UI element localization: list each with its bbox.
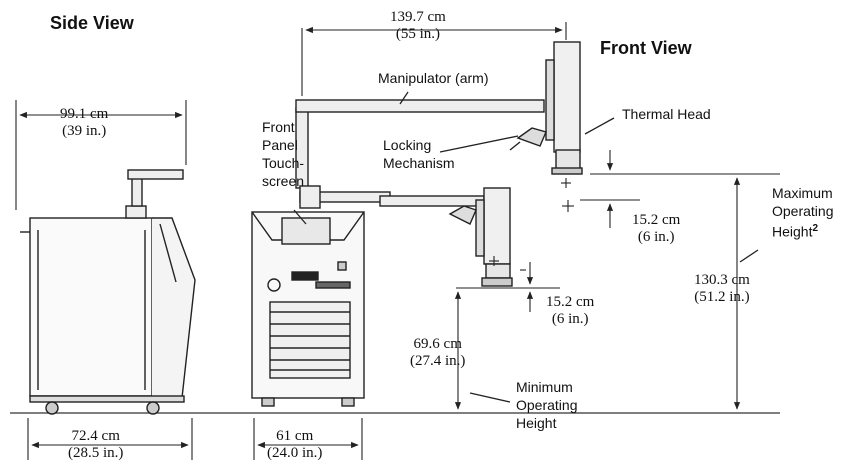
dim-upper-offset: 15.2 cm(6 in.) [632,212,680,246]
dim-reach-imperial: (55 in.) [395,26,440,42]
side-view-unit [20,169,196,415]
front-panel-touchscreen-label: Front Panel Touch- screen [262,119,305,189]
dim-max-height: 130.3 cm(51.2 in.) [694,272,750,306]
dim-lower-offset: 15.2 cm(6 in.) [546,294,594,328]
thermal-head-upper [509,41,583,175]
thermal-head-label: Thermal Head [622,106,711,122]
dim-side-top-imperial: (39 in.) [62,123,107,139]
dim-side-base: 72.4 cm(28.5 in.) [68,428,123,462]
thermal-head-lower [448,187,513,287]
dim-lower-offset-imperial: (6 in.) [551,311,589,327]
dim-max-height-imperial: (51.2 in.) [694,289,750,305]
dim-side-top-metric: 99.1 cm [60,106,109,122]
dim-reach: 139.7 cm(55 in.) [390,9,446,43]
dim-front-base: 61 cm(24.0 in.) [267,428,322,462]
minimum-operating-height-label: Minimum Operating Height [516,379,578,431]
dim-upper-offset-metric: 15.2 cm [632,212,681,228]
dim-max-height-metric: 130.3 cm [694,272,750,288]
dim-upper-offset-imperial: (6 in.) [637,229,675,245]
dim-side-top: 99.1 cm(39 in.) [60,106,108,140]
manipulator-arms [295,99,545,209]
front-view-unit [251,211,365,407]
dim-min-height-metric: 69.6 cm [413,336,462,352]
maximum-operating-height-label: Maximum Operating Height2 [772,184,833,241]
dimension-lines [15,22,780,460]
locking-mechanism-label: Locking Mechanism [383,137,455,171]
front-view-title: Front View [600,38,692,58]
dim-min-height-imperial: (27.4 in.) [410,353,466,369]
dim-front-base-imperial: (24.0 in.) [267,445,323,461]
dim-side-base-imperial: (28.5 in.) [68,445,124,461]
dim-front-base-metric: 61 cm [276,428,314,444]
dim-side-base-metric: 72.4 cm [71,428,120,444]
dim-reach-metric: 139.7 cm [390,9,446,25]
dim-lower-offset-metric: 15.2 cm [546,294,595,310]
manipulator-label: Manipulator (arm) [378,70,489,86]
footnote-marker: 2 [812,223,819,234]
side-view-title: Side View [50,13,134,33]
leader-lines [293,91,759,403]
max-height-text: Maximum Operating Height [772,185,834,240]
dim-min-height: 69.6 cm(27.4 in.) [410,336,465,370]
